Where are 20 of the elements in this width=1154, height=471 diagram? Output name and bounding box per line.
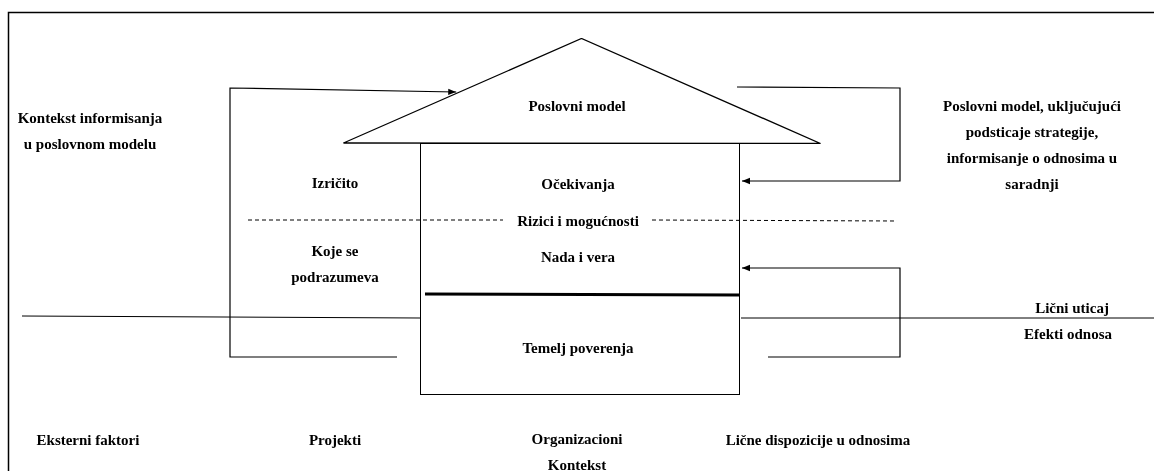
text-label: Organizacioni Kontekst bbox=[530, 430, 624, 471]
house-body-box bbox=[420, 143, 740, 395]
roof-label: Očekivanja bbox=[541, 175, 615, 193]
text-label: Koje se podrazumeva bbox=[290, 242, 380, 287]
text-label: Izričito bbox=[310, 174, 360, 193]
roof-label: Nada i vera bbox=[540, 248, 616, 266]
roof-label: Poslovni model bbox=[528, 97, 626, 115]
bracket-arrow bbox=[229, 87, 457, 358]
text-label: Efekti odnosa bbox=[1023, 325, 1113, 344]
roof-label: Rizici i mogućnosti bbox=[517, 212, 639, 230]
bracket-arrow bbox=[741, 264, 901, 358]
bracket-arrow bbox=[736, 86, 901, 185]
text-label: Lični uticaj bbox=[1034, 299, 1110, 318]
text-label: Poslovni model, uključujući podsticaje strategije, informisanje o odnosima u saradnji bbox=[942, 97, 1122, 194]
text-label: Eksterni faktori bbox=[35, 431, 141, 450]
roof-triangle bbox=[343, 38, 821, 144]
text-label: Kontekst informisanja u poslovnom modelu bbox=[16, 109, 164, 154]
text-label: Lične dispozicije u odnosima bbox=[724, 431, 912, 450]
text-label: Projekti bbox=[307, 431, 363, 450]
roof-label: Temelj poverenja bbox=[522, 339, 634, 357]
